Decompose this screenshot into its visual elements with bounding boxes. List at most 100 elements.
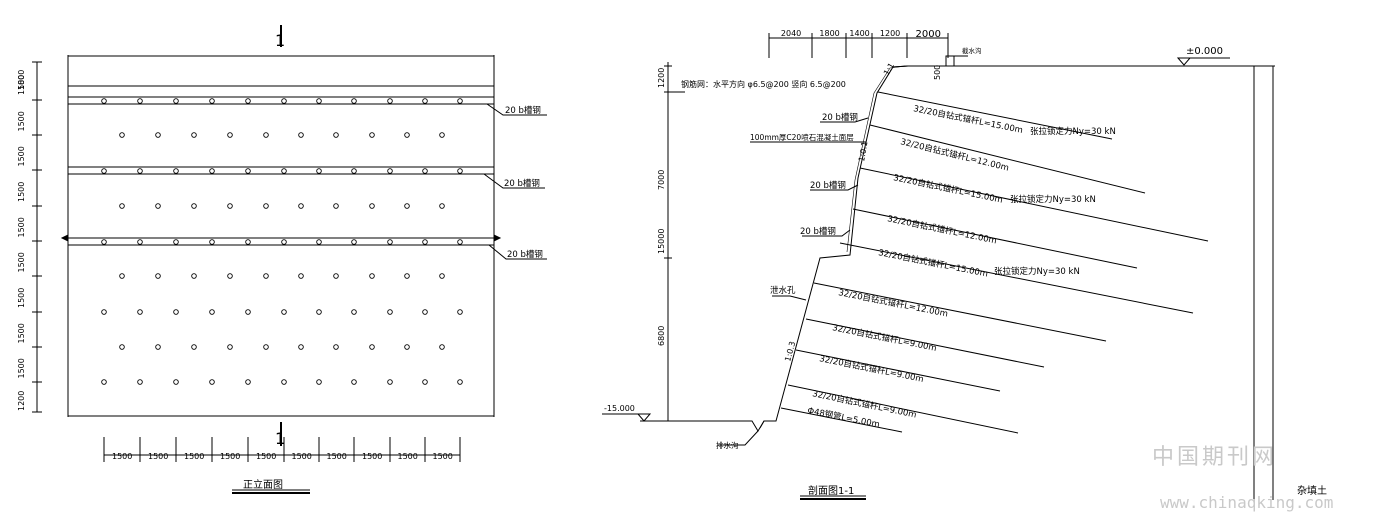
anchor-hole	[101, 98, 107, 104]
anchor-hole	[227, 344, 233, 350]
left-dim-label: 1500	[17, 111, 26, 131]
break-mark-left	[60, 234, 69, 242]
anchor-hole	[227, 203, 233, 209]
left-dim-label: 1500	[17, 217, 26, 237]
anchor-rod	[852, 208, 1138, 269]
anchor-rod	[859, 167, 1209, 242]
anchor-hole	[281, 239, 287, 245]
anchor-rod	[813, 282, 1107, 342]
bottom-dim-label: 1500	[112, 452, 132, 461]
anchor-hole	[173, 309, 179, 315]
section-text: ±0.000 -15.000 钢筋网：水平方向 φ6.5@200 竖向 6.5@…	[604, 46, 1327, 497]
anchor-hole	[351, 98, 357, 104]
vdim-6800: 6800	[657, 326, 666, 346]
anchor-hole	[316, 98, 322, 104]
anchor-hole	[351, 309, 357, 315]
left-dim-label: 1500	[17, 323, 26, 343]
anchor-hole	[298, 344, 304, 350]
anchor-hole	[173, 239, 179, 245]
anchor-hole	[369, 273, 375, 279]
drain-hole-label: 泄水孔	[770, 285, 796, 296]
slope-ratio-2: 1:0.1	[857, 141, 869, 163]
channel-band-3	[68, 237, 494, 246]
top-dim-label: 2000	[916, 29, 941, 40]
channel-leader-2	[483, 173, 545, 189]
bottom-elevation-marker	[636, 413, 652, 422]
anchor-label: 32/20自钻式锚杆L=15.00m	[877, 247, 988, 279]
drain-ditch-leader	[718, 430, 759, 446]
anchor-hole	[101, 168, 107, 174]
anchor-hole	[316, 379, 322, 385]
anchor-label: 32/20自钻式锚杆L=12.00m	[837, 287, 948, 319]
anchor-hole	[457, 168, 463, 174]
bottom-dim-label: 1500	[327, 452, 347, 461]
top-dim-label: 1800	[819, 29, 839, 38]
anchor-hole	[119, 344, 125, 350]
anchor-hole	[191, 344, 197, 350]
anchor-rod	[795, 349, 1001, 392]
anchor-hole	[155, 344, 161, 350]
bottom-dim-label: 1500	[292, 452, 312, 461]
anchor-hole	[119, 132, 125, 138]
anchor-label: 32/20自钻式锚杆L=15.00m	[912, 103, 1023, 136]
cutoff-drain	[945, 55, 955, 67]
anchor-rod	[869, 124, 1146, 194]
anchor-hole	[227, 132, 233, 138]
channel-label-s2: 20 b槽钢	[810, 180, 846, 191]
anchor-rod	[877, 91, 1113, 140]
anchor-hole	[173, 379, 179, 385]
top-dim-ticks	[768, 33, 949, 58]
anchor-hole	[137, 239, 143, 245]
bottom-dim-ticks	[103, 437, 461, 462]
anchor-hole	[298, 132, 304, 138]
left-dim-ticks	[32, 61, 42, 413]
anchor-hole	[119, 203, 125, 209]
anchor-rod	[839, 242, 1194, 314]
section-title: 剖面图1-1	[808, 484, 854, 497]
anchor-hole	[351, 379, 357, 385]
anchor-label: 32/20自钻式锚杆L=12.00m	[886, 213, 997, 246]
front-elevation-title: 正立面图	[243, 478, 283, 491]
anchor-label: 32/20自钻式锚杆L=12.00m	[899, 136, 1010, 173]
anchor-hole	[387, 379, 393, 385]
left-dim-label: 1500	[17, 288, 26, 308]
anchor-hole	[404, 203, 410, 209]
shotcrete-note: 100mm厚C20喷石混凝土面层	[750, 132, 854, 142]
front-text: 1 1 20 b槽钢 20 b槽钢 20 b槽钢 正立面图	[243, 31, 543, 491]
drain-hole-leader	[772, 295, 807, 301]
anchor-hole	[422, 239, 428, 245]
anchor-hole	[439, 273, 445, 279]
anchor-rod	[805, 318, 1045, 368]
channel-band-1	[68, 96, 494, 105]
anchor-hole-grid	[101, 98, 463, 385]
bottom-dim-label: 1500	[184, 452, 204, 461]
anchor-hole	[333, 132, 339, 138]
anchor-hole	[404, 132, 410, 138]
anchor-hole	[387, 168, 393, 174]
anchor-hole	[333, 344, 339, 350]
anchor-hole	[457, 239, 463, 245]
channel-label-s1: 20 b槽钢	[822, 112, 858, 123]
anchor-hole	[404, 344, 410, 350]
anchor-hole	[191, 203, 197, 209]
anchor-hole	[263, 344, 269, 350]
anchor-hole	[457, 379, 463, 385]
section-marker-label-top: 1	[275, 31, 285, 50]
anchor-hole	[281, 98, 287, 104]
anchor-hole	[209, 168, 215, 174]
left-dim-labels: 1800150015001500150015001500150015001500…	[17, 70, 26, 411]
anchor-hole	[155, 273, 161, 279]
anchor-hole	[119, 273, 125, 279]
bottom-dim-label: 1500	[148, 452, 168, 461]
channel-leader-s1	[820, 117, 869, 123]
anchor-labels: 32/20自钻式锚杆L=15.00m32/20自钻式锚杆L=12.00m32/2…	[806, 103, 1023, 430]
slope-ratio-1: 1:1	[882, 61, 896, 77]
anchor-hole	[137, 379, 143, 385]
anchor-hole	[209, 239, 215, 245]
anchor-hole	[101, 309, 107, 315]
front-elevation	[32, 25, 547, 494]
channel-leader-s2	[810, 184, 859, 191]
